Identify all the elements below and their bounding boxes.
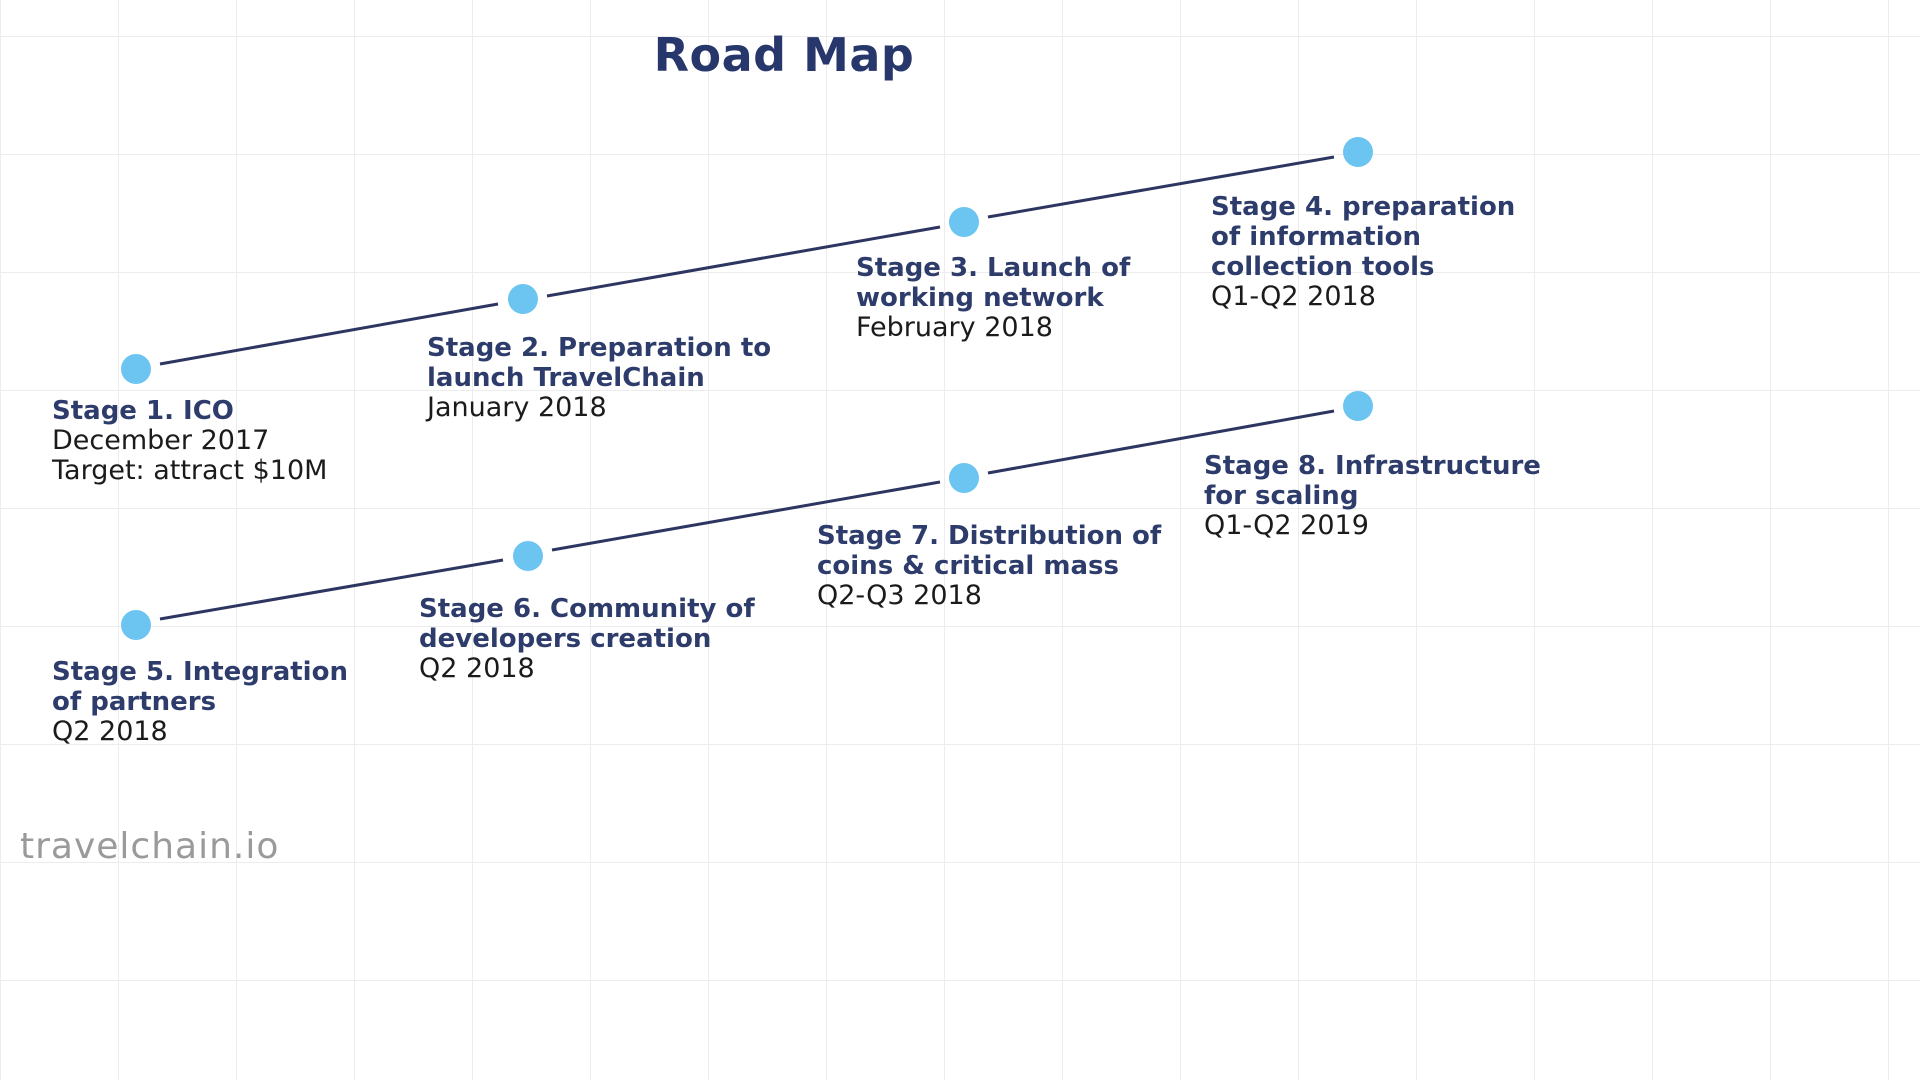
timeline-lines — [159, 155, 1335, 621]
stage-7-name: Stage 7. Distribution of coins & critica… — [817, 521, 1162, 581]
connector-7-8 — [987, 409, 1335, 475]
stage-7-marker — [949, 463, 979, 493]
connector-3-4 — [987, 155, 1335, 219]
connector-1-2 — [159, 302, 499, 366]
stage-8-label: Stage 8. Infrastructure for scaling Q1-Q… — [1204, 451, 1554, 541]
stage-7-label: Stage 7. Distribution of coins & critica… — [817, 521, 1187, 611]
stage-6-date: Q2 2018 — [419, 653, 535, 684]
connector-6-7 — [551, 480, 941, 552]
stage-8-name: Stage 8. Infrastructure for scaling — [1204, 451, 1541, 511]
stage-5-name: Stage 5. Integration of partners — [52, 657, 348, 717]
stage-6-name: Stage 6. Community of developers creatio… — [419, 594, 755, 654]
stage-2-date: January 2018 — [427, 392, 607, 423]
brand-watermark: travelchain.io — [20, 826, 280, 867]
stage-1-label: Stage 1. ICO December 2017 Target: attra… — [52, 396, 382, 486]
stage-1-name: Stage 1. ICO — [52, 396, 234, 426]
stage-2-marker — [508, 284, 538, 314]
stage-2-label: Stage 2. Preparation to launch TravelCha… — [427, 333, 797, 423]
stage-5-date: Q2 2018 — [52, 716, 168, 747]
stage-2-name: Stage 2. Preparation to launch TravelCha… — [427, 333, 772, 393]
stage-4-date: Q1-Q2 2018 — [1211, 281, 1376, 312]
stage-1-note: Target: attract $10M — [52, 455, 328, 486]
stage-1-date: December 2017 — [52, 425, 270, 456]
stage-8-date: Q1-Q2 2019 — [1204, 510, 1369, 541]
stage-5-label: Stage 5. Integration of partners Q2 2018 — [52, 657, 372, 747]
stage-3-date: February 2018 — [856, 312, 1053, 343]
page-title: Road Map — [653, 28, 915, 82]
stage-3-label: Stage 3. Launch of working network Febru… — [856, 253, 1176, 343]
stage-5-marker — [121, 610, 151, 640]
stage-7-date: Q2-Q3 2018 — [817, 580, 982, 611]
stage-3-marker — [949, 207, 979, 237]
stage-4-label: Stage 4. preparation of information coll… — [1211, 192, 1546, 312]
stage-4-marker — [1343, 137, 1373, 167]
stage-6-label: Stage 6. Community of developers creatio… — [419, 594, 789, 684]
stage-8-marker — [1343, 391, 1373, 421]
stage-4-name: Stage 4. preparation of information coll… — [1211, 192, 1516, 282]
stage-6-marker — [513, 541, 543, 571]
connector-5-6 — [159, 558, 504, 621]
connector-2-3 — [546, 225, 941, 298]
stage-1-marker — [121, 354, 151, 384]
stage-3-name: Stage 3. Launch of working network — [856, 253, 1131, 313]
